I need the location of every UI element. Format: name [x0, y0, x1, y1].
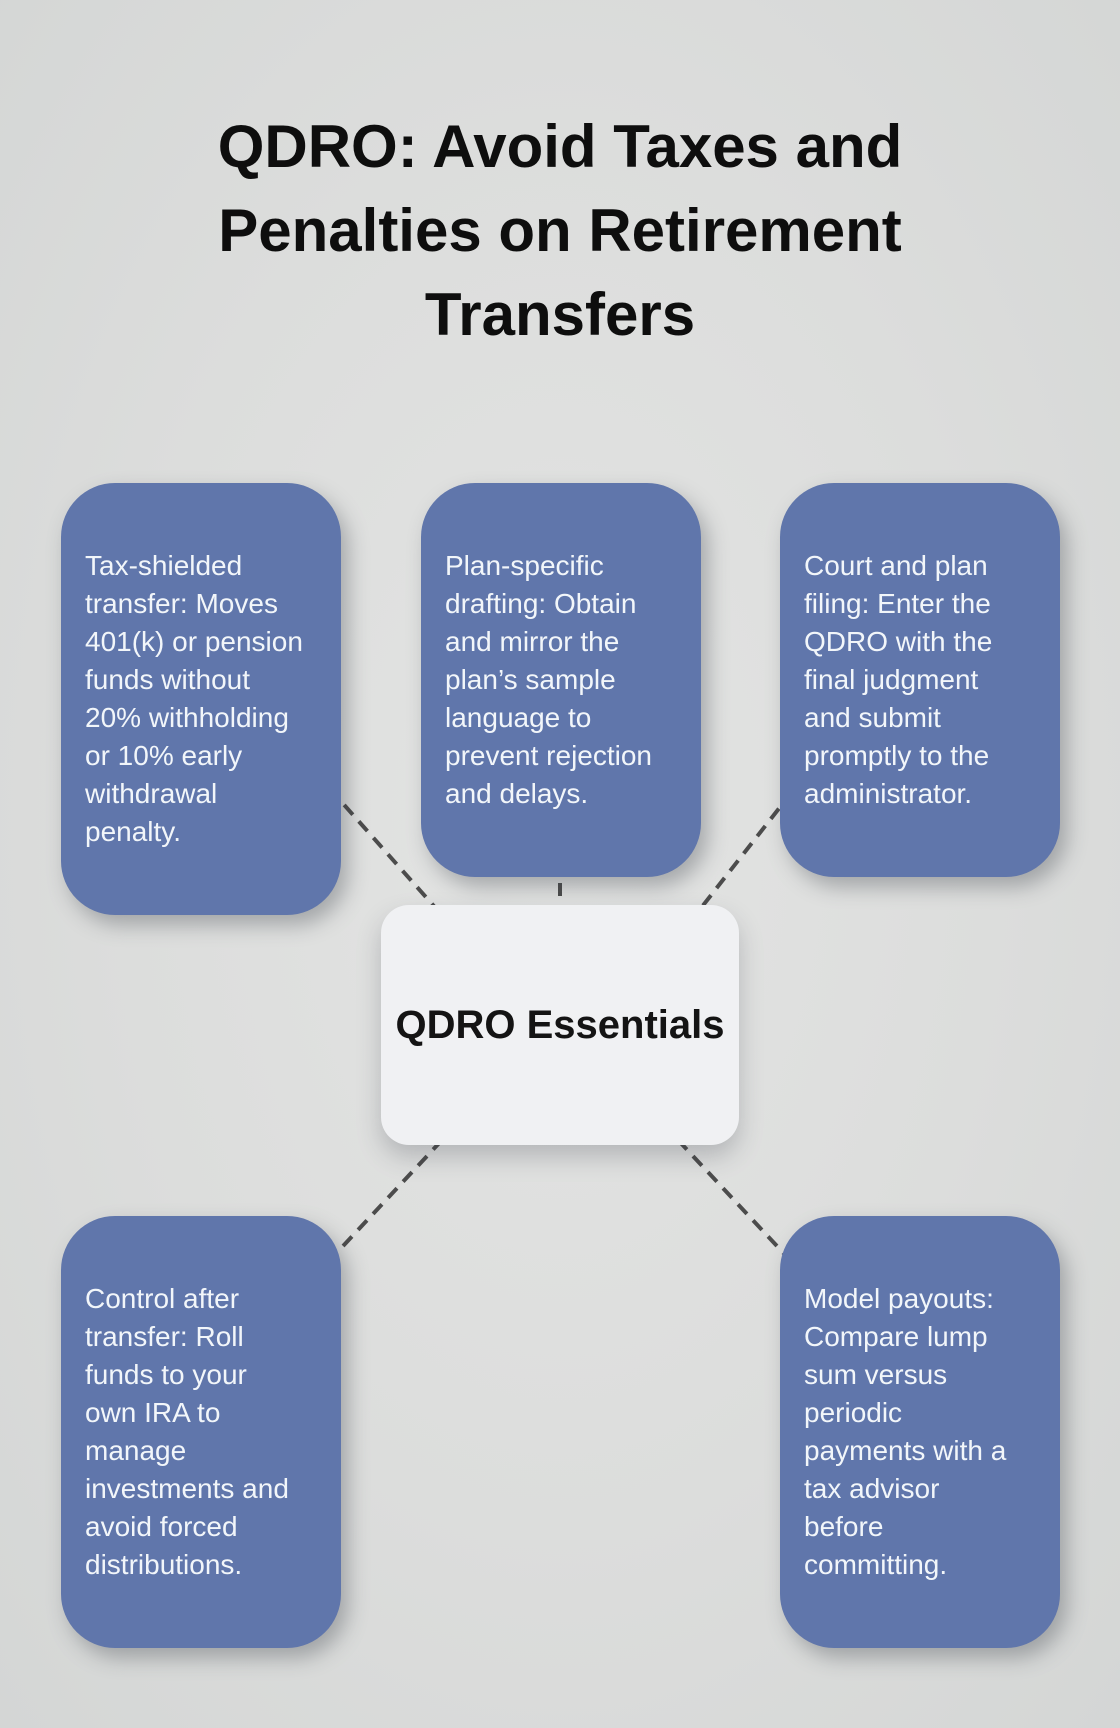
node-card-court-and-plan-filing: Court and plan filing: Enter the QDRO wi…: [780, 483, 1060, 877]
node-card-text: Plan-specific drafting: Obtain and mirro…: [445, 550, 653, 809]
node-card-plan-specific-drafting: Plan-specific drafting: Obtain and mirro…: [421, 483, 701, 877]
node-card-control-after-transfer: Control after transfer: Roll funds to yo…: [61, 1216, 341, 1648]
node-card-text: Control after transfer: Roll funds to yo…: [85, 1283, 289, 1580]
node-card-text: Tax-shielded transfer: Moves 401(k) or p…: [85, 550, 303, 847]
node-card-model-payouts: Model payouts: Compare lump sum versus p…: [780, 1216, 1060, 1648]
node-card-text: Model payouts: Compare lump sum versus p…: [804, 1283, 1007, 1580]
connector-line-bottom-right: [676, 1138, 792, 1262]
connector-line-bottom-left: [328, 1138, 444, 1262]
node-card-tax-shielded-transfer: Tax-shielded transfer: Moves 401(k) or p…: [61, 483, 341, 915]
center-node-label: QDRO Essentials: [395, 1002, 725, 1047]
page-title: QDRO: Avoid Taxes and Penalties on Retir…: [217, 113, 903, 348]
node-card-text: Court and plan filing: Enter the QDRO wi…: [804, 550, 993, 809]
center-node: QDRO Essentials: [381, 905, 739, 1145]
